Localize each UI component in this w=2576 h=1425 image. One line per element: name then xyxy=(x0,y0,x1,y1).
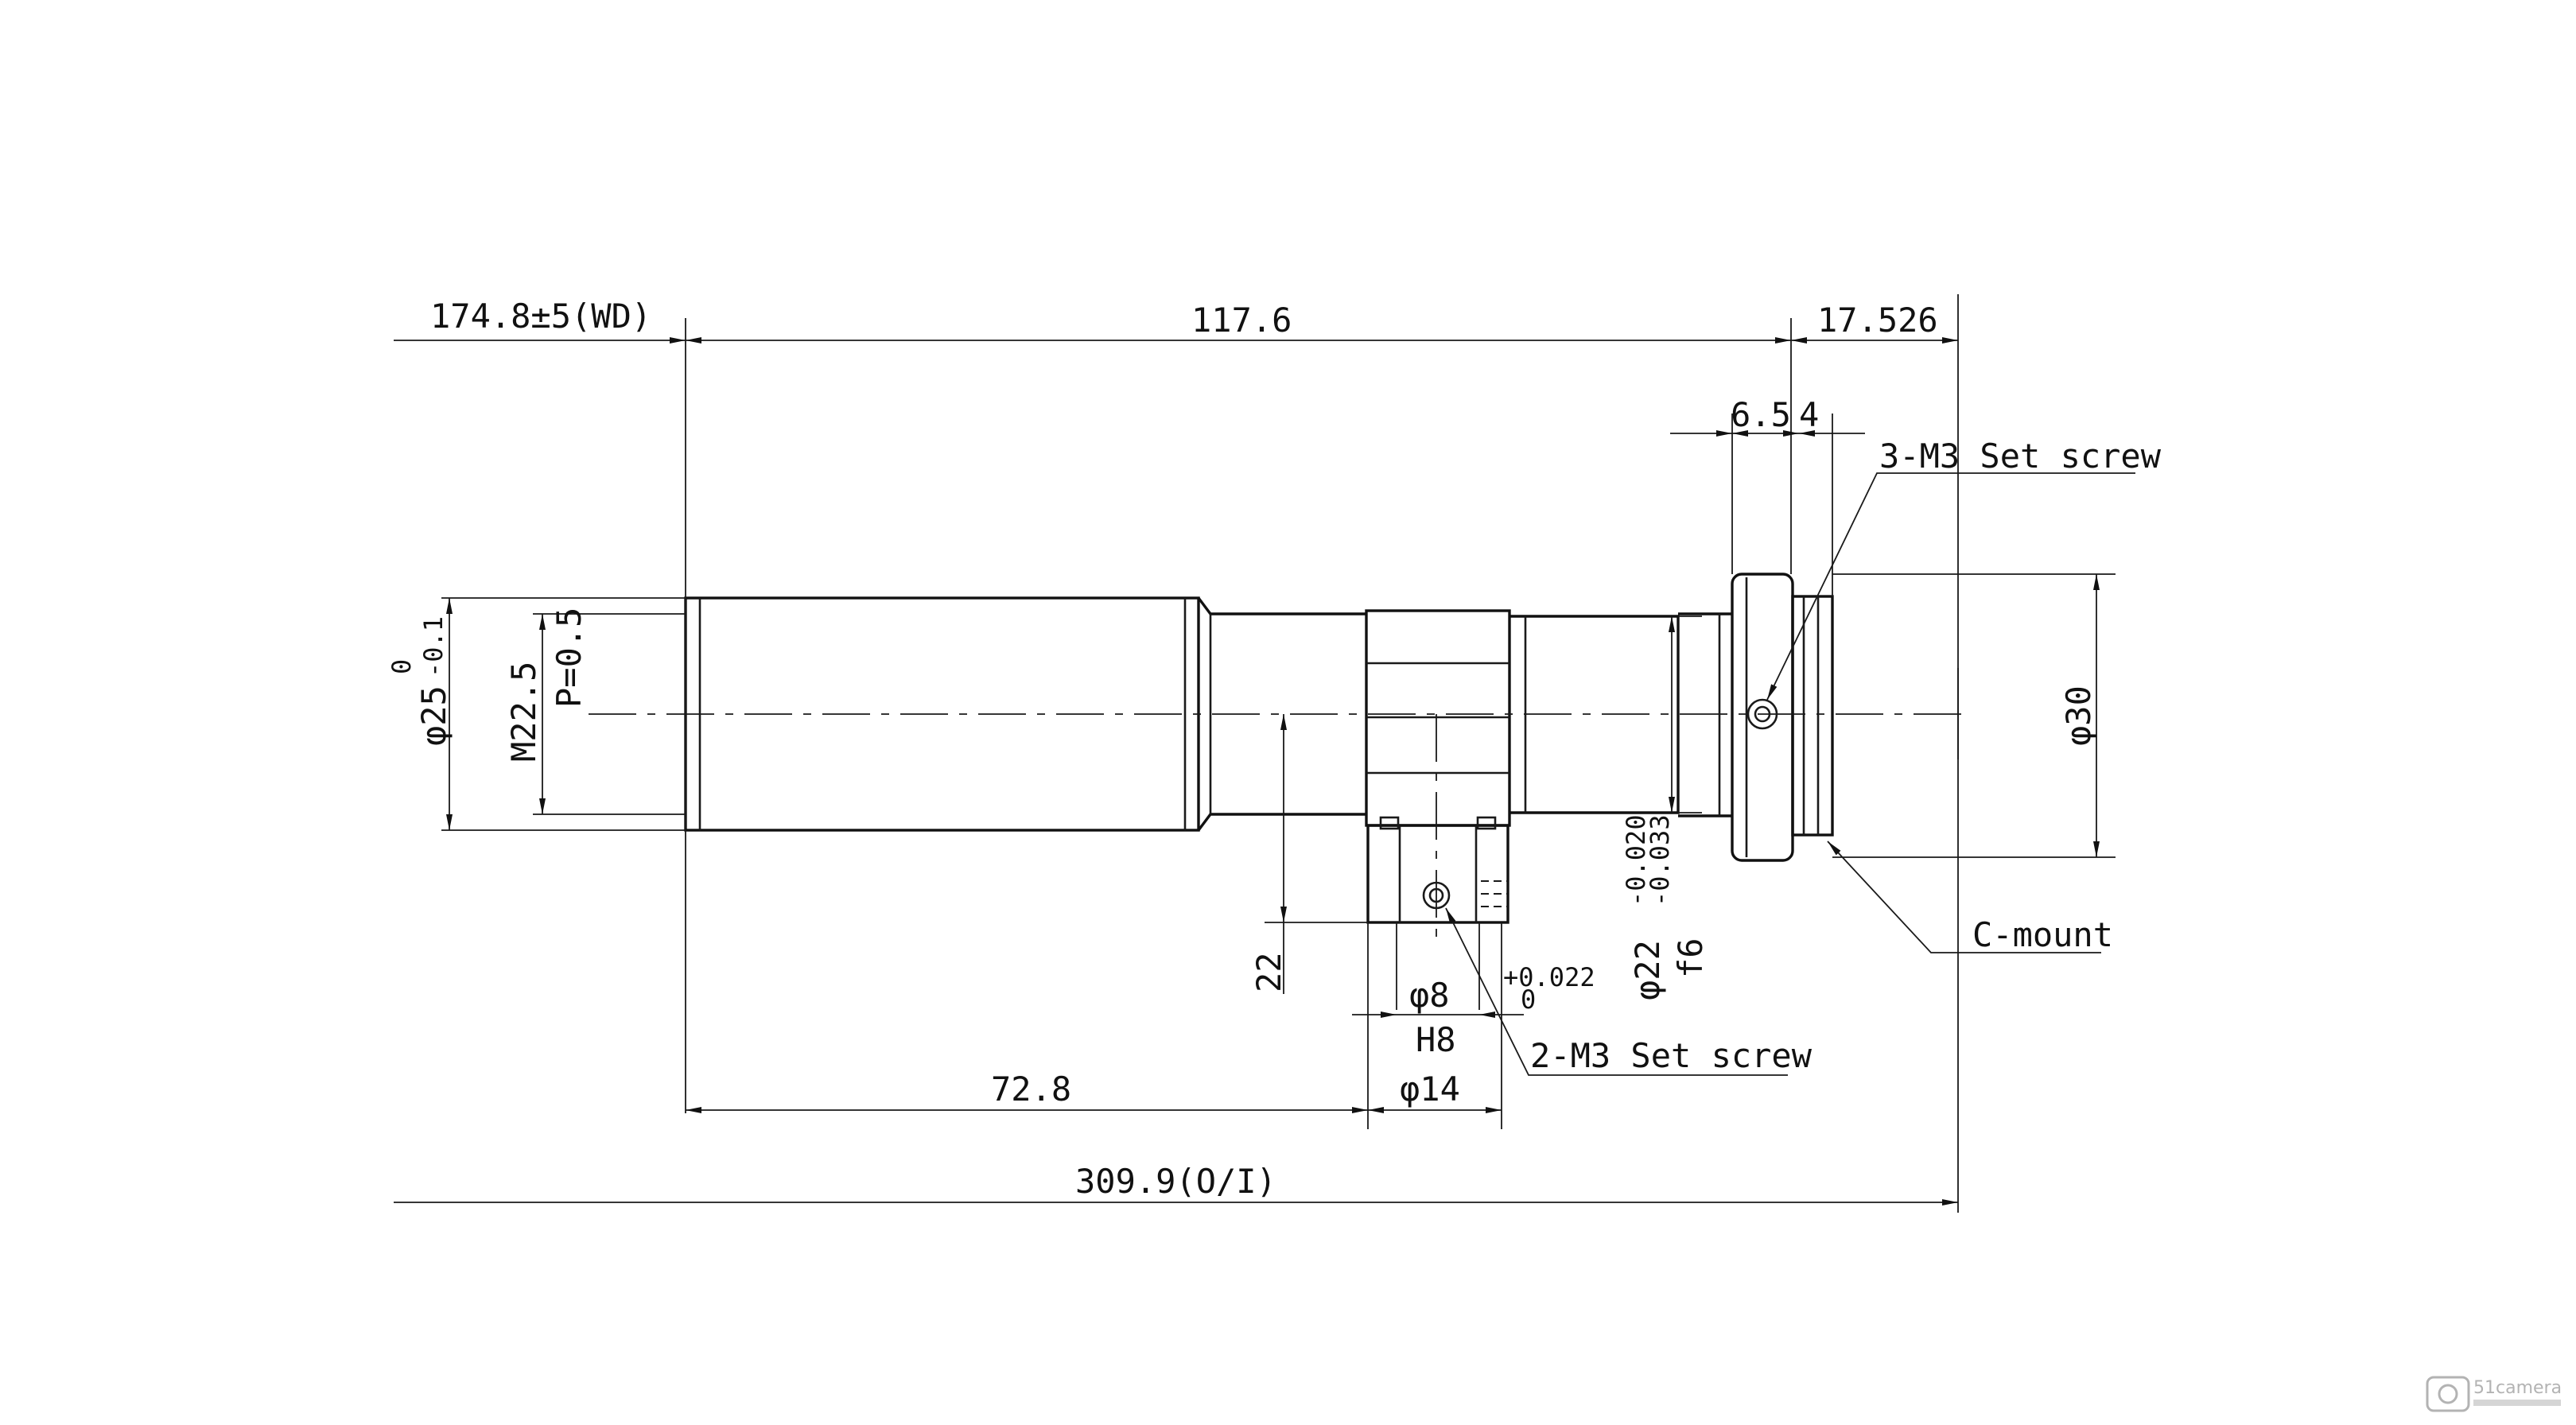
extension-lines xyxy=(441,294,2116,1213)
mount-flange xyxy=(1731,573,1794,862)
watermark-subtitle-mark xyxy=(2473,1400,2561,1406)
dim-pitch: P=0.5 xyxy=(550,608,589,708)
mount-stem xyxy=(1366,824,1509,924)
dim-4: 4 xyxy=(1799,395,1819,434)
dim-phi25: φ25 xyxy=(414,685,453,746)
taper-bottom xyxy=(1197,813,1366,832)
dim-m22-5: M22.5 xyxy=(504,662,543,762)
leader-lines xyxy=(1445,472,2135,1076)
dim-22: 22 xyxy=(1249,952,1288,992)
fit-h8: H8 xyxy=(1416,1020,1456,1059)
dim-72-8: 72.8 xyxy=(991,1070,1071,1109)
tol-phi22-upper: -0.020 xyxy=(1621,814,1651,907)
rear-tube xyxy=(1509,615,1680,814)
label-2-m3-set-screw: 2-M3 Set screw xyxy=(1530,1036,1813,1075)
dim-phi22: φ22 xyxy=(1628,940,1667,1000)
c-mount-thread xyxy=(1791,595,1834,837)
label-c-mount: C-mount xyxy=(1972,915,2113,954)
dim-phi8: φ8 xyxy=(1409,976,1450,1015)
dim-total-length: 309.9(O/I) xyxy=(1075,1162,1276,1201)
dim-back-focus: 17.526 xyxy=(1817,301,1938,340)
tol-phi22-lower: -0.033 xyxy=(1645,814,1675,907)
tol-phi25-lower: -0.1 xyxy=(418,616,449,678)
dimension-lines xyxy=(394,337,2100,1206)
dim-phi30: φ30 xyxy=(2059,685,2098,746)
taper-top xyxy=(1197,596,1366,615)
dim-length: 117.6 xyxy=(1191,301,1292,340)
watermark-brand: 51camera xyxy=(2473,1378,2562,1398)
fit-f6: f6 xyxy=(1671,938,1710,978)
dim-6-5: 6.5 xyxy=(1731,395,1791,434)
label-3-m3-set-screw: 3-M3 Set screw xyxy=(1879,437,2162,476)
tol-plus-0-022: +0.022 xyxy=(1503,962,1595,992)
tol-zero: 0 xyxy=(1521,984,1536,1015)
tol-phi25-upper: 0 xyxy=(387,659,417,674)
camera-logo-icon xyxy=(2426,1376,2470,1412)
watermark: 51camera xyxy=(2426,1376,2562,1412)
dim-phi14: φ14 xyxy=(1400,1070,1460,1109)
dim-working-distance: 174.8±5(WD) xyxy=(430,297,651,336)
